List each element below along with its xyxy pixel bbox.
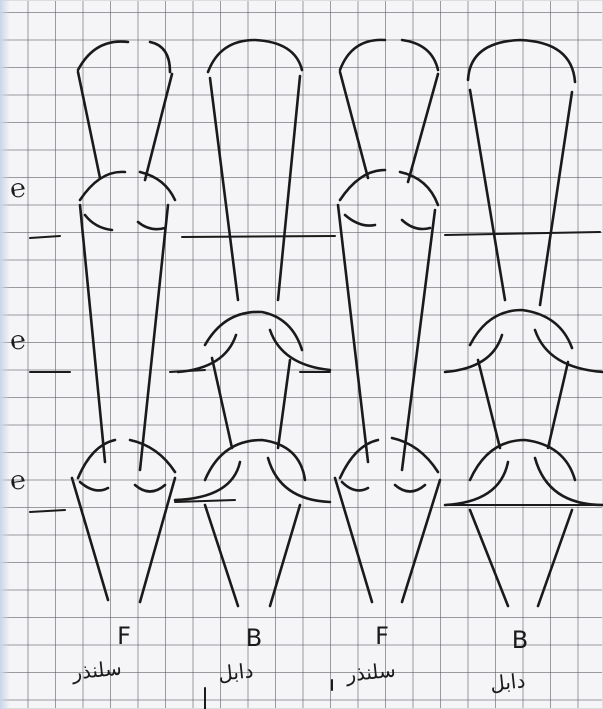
col4-low-loop <box>470 440 575 480</box>
col4-mid-loop <box>470 310 572 348</box>
column-2-letter: B <box>234 626 274 650</box>
col1-low-loop <box>78 440 175 478</box>
col2-top-loop <box>208 40 302 72</box>
column-2-subtitle: دابل <box>217 660 254 684</box>
col3-low-loop <box>340 438 438 478</box>
col3-low-loop-base <box>342 482 425 492</box>
course-lines <box>30 232 600 512</box>
col1-bottom-leg-right <box>140 478 175 602</box>
column-4-subtitle: دابل <box>489 670 526 694</box>
column-4-back-stitches <box>445 40 603 606</box>
col3-top-leg-right <box>408 74 438 182</box>
col4-mid-loop-sides <box>445 330 603 372</box>
column-3-subtitle: سلنذر <box>345 659 396 684</box>
column-4-letter: B <box>500 628 540 652</box>
col1-bottom-leg-left <box>72 478 108 600</box>
col1-long-leg-right <box>140 205 168 470</box>
col4-mid-leg-left <box>478 360 500 448</box>
col4-bottom-leg-left <box>470 510 508 606</box>
col3-long-leg-right <box>402 210 435 470</box>
column-3-letter: F <box>362 624 402 648</box>
col2-mid-leg-left <box>212 358 232 448</box>
col1-top-leg-right <box>145 74 172 180</box>
col2-top-leg-right <box>278 76 300 300</box>
col3-top-leg-left <box>340 72 368 178</box>
col3-top-loop <box>340 40 438 70</box>
col4-top-leg-left <box>470 90 505 300</box>
col3-mid-loop <box>340 170 438 205</box>
col4-low-loop-sides <box>445 458 603 505</box>
column-1-front-stitches <box>72 42 175 602</box>
col4-top-loop <box>468 40 575 82</box>
col2-mid-loop-sides <box>178 330 330 372</box>
course-line-3-left <box>30 510 65 512</box>
col1-top-loop <box>78 42 170 72</box>
column-1-letter: F <box>104 624 144 648</box>
col2-top-leg-left <box>210 78 238 300</box>
col3-bottom-leg-left <box>335 478 372 602</box>
column-3-front-stitches <box>335 40 440 602</box>
col1-mid-loop <box>80 172 175 200</box>
col3-bottom-leg-right <box>402 480 440 602</box>
col1-mid-loop-base <box>85 215 165 230</box>
col2-low-loop-sides <box>175 458 330 502</box>
col1-low-loop-base <box>80 482 165 492</box>
col2-mid-leg-right <box>278 360 290 448</box>
col4-bottom-leg-right <box>538 510 572 606</box>
course-line-1-left <box>30 236 60 238</box>
course-line-1-mid <box>182 236 335 237</box>
course-line-1-right <box>445 232 600 235</box>
col3-long-leg-left <box>338 205 368 462</box>
col2-bottom-leg-left <box>205 505 238 606</box>
col4-top-leg-right <box>540 92 572 305</box>
col1-long-leg-left <box>80 205 105 462</box>
col2-low-loop <box>205 440 305 480</box>
col4-mid-leg-right <box>548 362 568 448</box>
col2-mid-loop <box>205 312 302 350</box>
column-2-back-stitches <box>175 40 330 606</box>
col1-top-leg-left <box>78 72 100 178</box>
column-1-subtitle: سلنذر <box>71 657 122 682</box>
col2-bottom-leg-right <box>270 505 300 606</box>
col3-mid-loop-base <box>345 215 430 229</box>
